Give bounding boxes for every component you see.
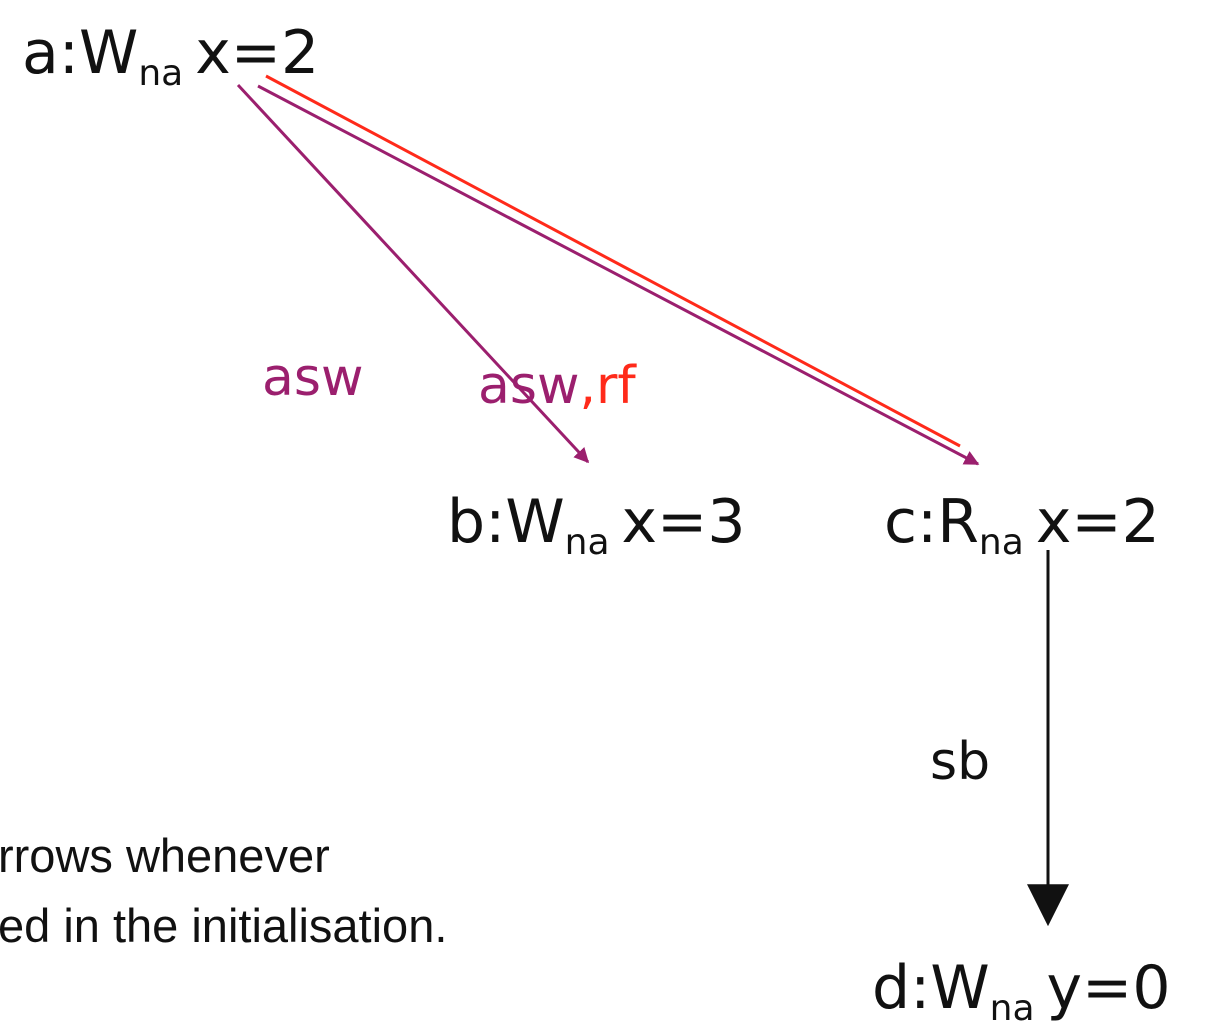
node-d-sub: na <box>990 988 1035 1027</box>
edge-c-to-d-label: sb <box>930 732 990 792</box>
node-c-sub: na <box>979 522 1024 563</box>
edge-a-to-b <box>236 83 590 464</box>
node-a-kind: W <box>79 18 138 88</box>
node-b-kind: W <box>505 487 564 557</box>
edge-a-to-c-rf-line <box>265 74 961 448</box>
edge-a-to-c-label-asw: asw <box>478 356 580 416</box>
node-d-kind: W <box>930 953 989 1023</box>
node-b: b:Wna x=3 <box>447 487 746 563</box>
edge-a-to-c <box>257 74 980 466</box>
edge-a-to-c-label-rf: rf <box>596 356 637 416</box>
edge-a-to-b-line <box>236 83 590 464</box>
node-a-colon: : <box>59 18 79 88</box>
node-a-event: a <box>22 18 59 88</box>
node-b-sub: na <box>565 522 610 563</box>
node-a-sub: na <box>138 53 183 94</box>
node-c-event: c <box>884 487 917 557</box>
node-c-colon: : <box>917 487 937 557</box>
node-d-expr: y=0 <box>1047 953 1171 1023</box>
node-b-event: b <box>447 487 485 557</box>
node-d: d:Wna y=0 <box>872 953 1171 1027</box>
edge-a-to-c-asw-line <box>257 84 980 466</box>
node-d-colon: : <box>910 953 930 1023</box>
node-c-kind: R <box>937 487 979 557</box>
node-b-colon: : <box>485 487 505 557</box>
node-d-event: d <box>872 953 910 1023</box>
edge-a-to-b-label: asw <box>262 348 364 408</box>
node-a: a:Wna x=2 <box>22 18 319 94</box>
edge-a-to-c-label: asw,rf <box>478 356 637 416</box>
node-c-expr: x=2 <box>1036 487 1160 557</box>
node-b-expr: x=3 <box>622 487 746 557</box>
node-c: c:Rna x=2 <box>884 487 1160 563</box>
edge-a-to-c-label-sep: , <box>580 356 597 416</box>
caption-line-1: rrows whenever <box>0 829 330 882</box>
node-a-expr: x=2 <box>195 18 319 88</box>
caption-line-2: ed in the initialisation. <box>0 899 447 952</box>
